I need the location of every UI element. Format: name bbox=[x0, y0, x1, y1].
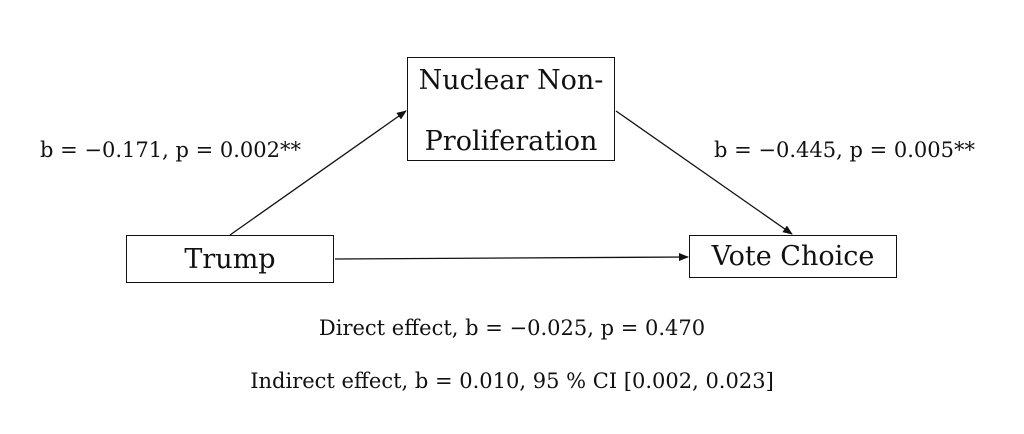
predictor-box: Trump bbox=[126, 235, 334, 283]
outcome-label: Vote Choice bbox=[711, 241, 875, 272]
mediator-label-line1: Nuclear Non- bbox=[418, 65, 604, 96]
arrow-trump-to-vote bbox=[334, 253, 689, 262]
outcome-box: Vote Choice bbox=[689, 235, 897, 278]
arrow-nuclear-to-vote bbox=[615, 110, 793, 235]
a-path-coefficient: b = −0.171, p = 0.002** bbox=[40, 138, 301, 162]
predictor-label: Trump bbox=[184, 243, 276, 275]
mediator-label-line2: Proliferation bbox=[424, 126, 598, 157]
b-path-coefficient: b = −0.445, p = 0.005** bbox=[714, 138, 975, 162]
direct-effect-text: Direct effect, b = −0.025, p = 0.470 bbox=[318, 316, 706, 340]
mediator-box: Nuclear Non- Proliferation bbox=[407, 57, 615, 161]
indirect-effect-text: Indirect effect, b = 0.010, 95 % CI [0.0… bbox=[250, 369, 774, 393]
arrow-trump-to-nuclear bbox=[229, 110, 407, 236]
